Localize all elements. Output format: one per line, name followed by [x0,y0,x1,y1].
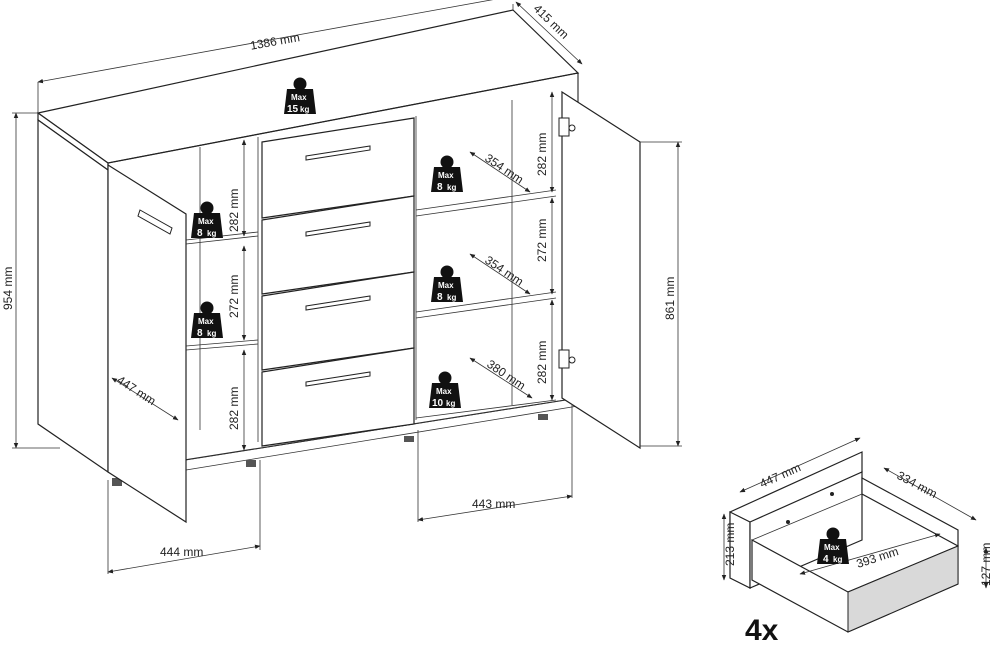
cabinet-left-side [37,118,109,474]
right-shelf-2 [415,291,557,319]
cabinet-foot [538,414,548,420]
left-section-width-label: 444 mm [160,545,203,559]
right-shelf-depth-1: 354 mm [482,151,526,187]
drawer-detail: 447 mm 334 mm 213 mm 393 mm 127 mm Max 4… [721,437,993,645]
left-compartment-height-2: 272 mm [227,275,241,318]
right-compartment-height-1: 282 mm [535,133,549,176]
weight-icon: Max 15 kg [284,77,316,115]
cabinet-foot [246,460,256,467]
svg-text:kg: kg [833,555,842,564]
cabinet-foot [112,478,122,486]
right-shelf-1 [415,189,557,217]
drawer-height-label: 213 mm [723,523,737,566]
svg-text:Max: Max [291,93,307,102]
drawer-inner-edge [751,493,863,541]
height-label: 954 mm [1,267,15,310]
svg-text:Max: Max [824,543,840,552]
svg-text:Max: Max [436,387,452,396]
svg-text:Max: Max [198,217,214,226]
dimension-lines [12,0,682,574]
svg-text:kg: kg [447,183,456,192]
svg-text:8: 8 [197,228,203,239]
right-door [558,90,641,450]
weight-icon: Max 8 kg [191,201,223,239]
weight-icon: Max 8 kg [191,301,223,339]
right-shelf-bottom [415,399,557,419]
door-height-label: 861 mm [663,277,677,320]
weight-icon: Max 10 kg [429,371,461,409]
svg-text:8: 8 [437,182,443,193]
svg-text:kg: kg [207,229,216,238]
right-shelf-depth-2: 354 mm [482,253,526,289]
hinge-icon [558,349,576,369]
hinge-icon [558,117,576,137]
svg-text:kg: kg [300,105,309,114]
svg-text:Max: Max [438,281,454,290]
drawer-front [261,347,415,447]
drawer-inner-width-label: 393 mm [855,544,901,571]
svg-text:8: 8 [437,292,443,303]
handle-icon [305,145,371,387]
svg-text:Max: Max [438,171,454,180]
svg-text:8: 8 [197,328,203,339]
svg-text:15: 15 [287,104,299,115]
cabinet-foot [404,436,414,442]
drawer-quantity: 4x [745,614,779,645]
right-section-width-label: 443 mm [472,497,515,511]
svg-text:kg: kg [446,399,455,408]
svg-text:kg: kg [207,329,216,338]
left-compartment-height-1: 282 mm [227,189,241,232]
drawer-stack [261,117,415,447]
svg-text:4: 4 [823,554,829,565]
handle-icon [137,209,173,235]
weight-icon: Max 4 kg [817,527,849,565]
weight-icon: Max 8 kg [431,155,463,193]
right-compartment-height-2: 272 mm [535,219,549,262]
left-compartment-height-3: 282 mm [227,387,241,430]
width-label: 1386 mm [249,30,301,52]
drawer-depth-label: 334 mm [895,468,940,501]
left-shelf-2 [185,339,259,351]
drawer-side-height-label: 127 mm [979,543,993,586]
svg-text:10: 10 [432,398,444,409]
right-shelf-depth-3: 380 mm [484,357,528,393]
svg-text:Max: Max [198,317,214,326]
svg-text:kg: kg [447,293,456,302]
right-compartment-height-3: 282 mm [535,341,549,384]
weight-icon: Max 8 kg [431,265,463,303]
left-door [107,163,187,524]
